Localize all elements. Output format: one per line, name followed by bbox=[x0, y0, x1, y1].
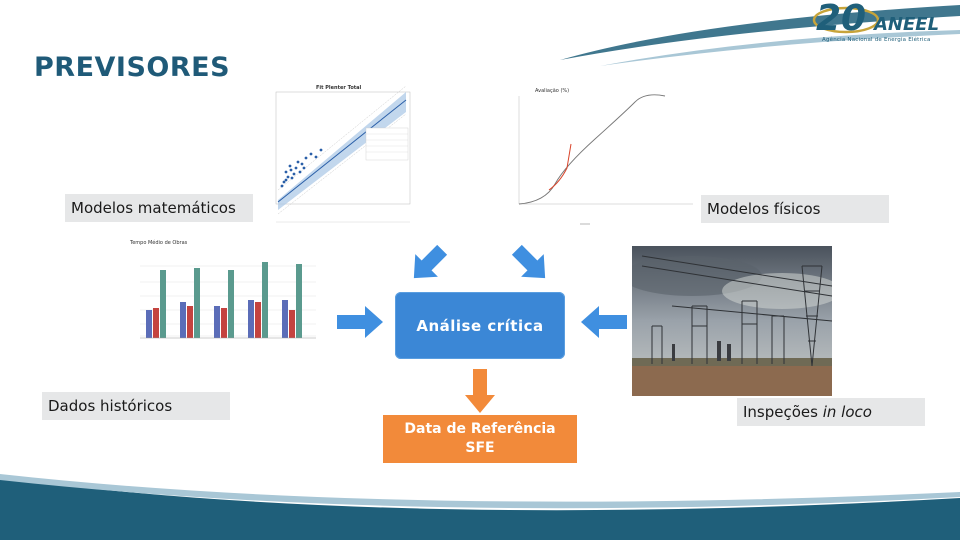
arrow-down-icon bbox=[465, 369, 495, 413]
data-referencia-line2: SFE bbox=[383, 439, 577, 458]
label-dados-historicos: Dados históricos bbox=[42, 392, 230, 420]
arrow-down-right-icon bbox=[408, 244, 448, 284]
logo-subtitle: Agência Nacional de Energia Elétrica bbox=[822, 37, 931, 43]
page-title: PREVISORES bbox=[34, 52, 230, 83]
label-inspecoes: Inspeções in loco bbox=[737, 398, 925, 426]
logo-number: 20 bbox=[816, 0, 866, 39]
scatter-chart-image: Fit Plenter Total bbox=[256, 82, 414, 230]
footer-swoosh bbox=[0, 470, 960, 540]
analise-critica-label: Análise crítica bbox=[416, 317, 543, 335]
arrow-left-icon bbox=[581, 306, 627, 338]
substation-photo bbox=[632, 246, 832, 396]
label-inspecoes-italic: in loco bbox=[823, 403, 872, 421]
data-referencia-box: Data de Referência SFE bbox=[383, 415, 577, 463]
curve-chart-title: Avaliação (%) bbox=[535, 88, 569, 94]
bar-chart-image: Tempo Médio de Obras bbox=[116, 236, 328, 388]
bar-chart-title: Tempo Médio de Obras bbox=[129, 239, 188, 246]
label-inspecoes-prefix: Inspeções bbox=[743, 403, 823, 421]
arrow-right-icon bbox=[337, 306, 383, 338]
scatter-chart-title: Fit Plenter Total bbox=[316, 85, 362, 91]
arrow-down-left-icon bbox=[511, 244, 551, 284]
data-referencia-line1: Data de Referência bbox=[383, 420, 577, 439]
aneel-logo: 20 ANEEL Agência Nacional de Energia Elé… bbox=[808, 0, 958, 52]
logo-name: ANEEL bbox=[874, 14, 939, 35]
curve-chart-image: Avaliação (%) bbox=[505, 84, 695, 230]
label-modelos-fisicos: Modelos físicos bbox=[701, 195, 889, 223]
analise-critica-box: Análise crítica bbox=[395, 292, 565, 359]
label-modelos-matematicos: Modelos matemáticos bbox=[65, 194, 253, 222]
